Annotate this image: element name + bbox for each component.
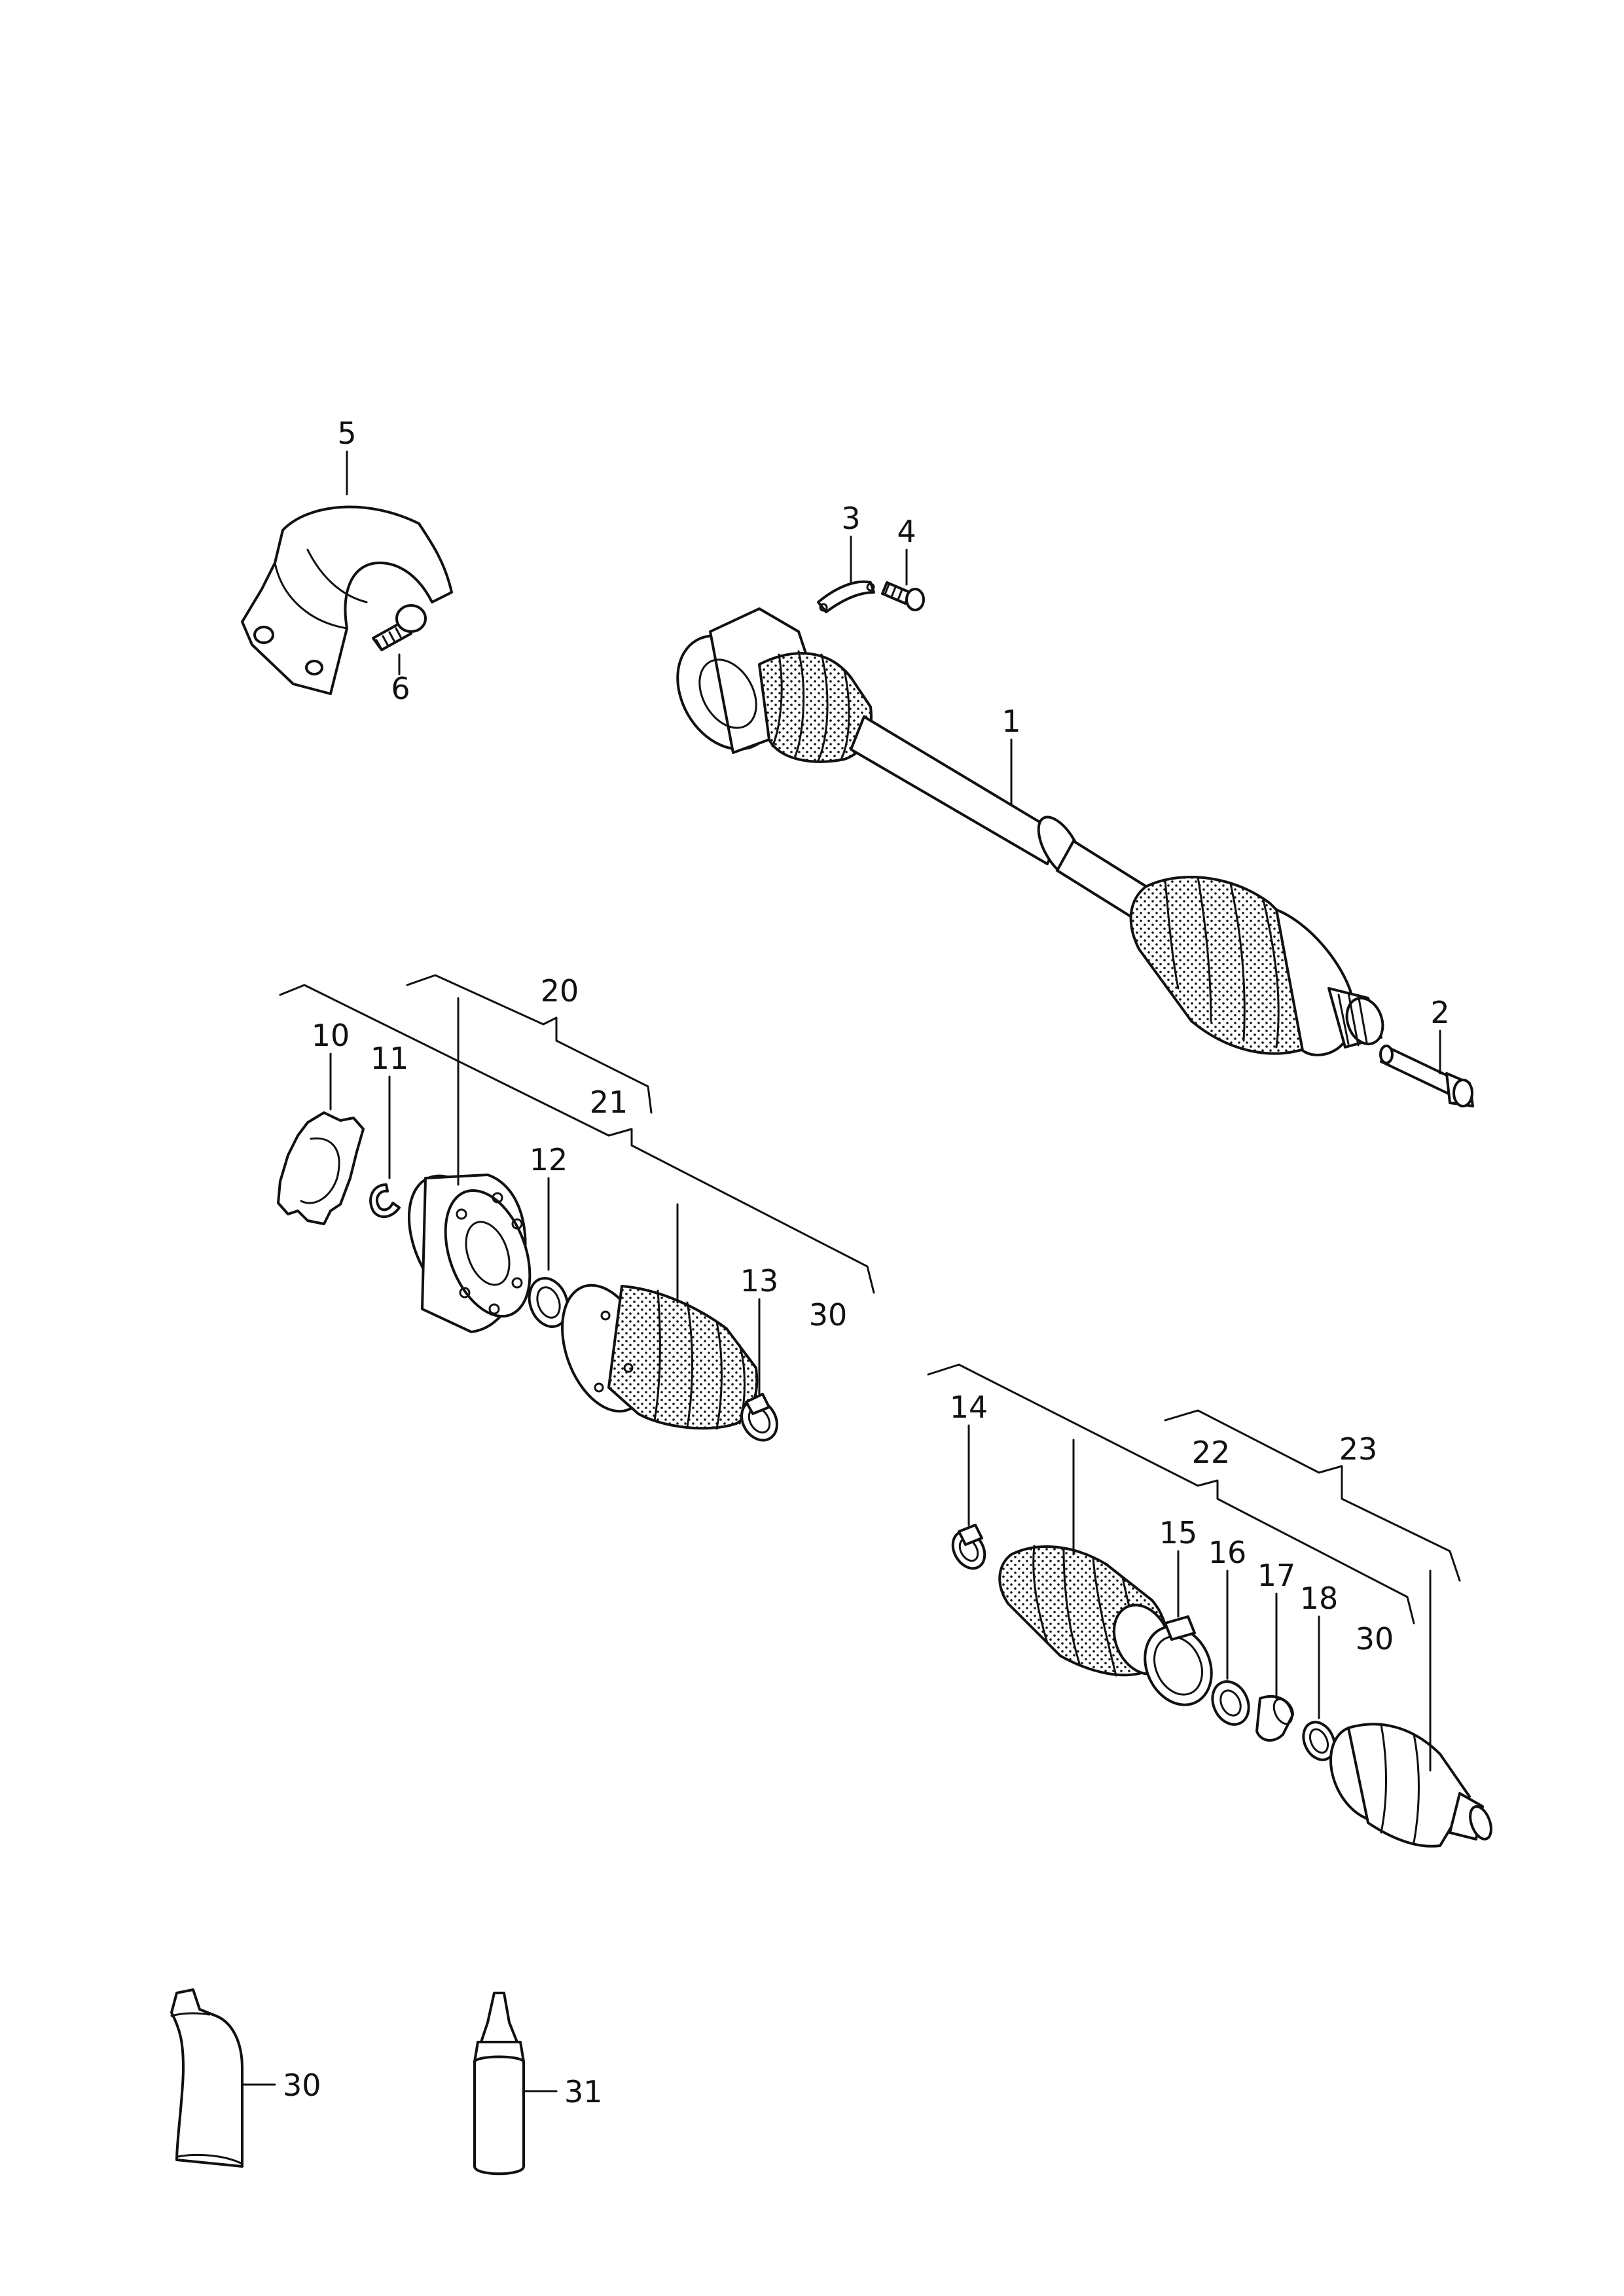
circlip-part [369, 1183, 401, 1218]
callout-20: 20 [541, 973, 579, 1009]
callout-12: 12 [530, 1142, 568, 1177]
sealant-bottle-part [473, 1992, 525, 2176]
outer-large-clamp-part [1144, 1615, 1213, 1706]
callout-21: 21 [590, 1085, 628, 1120]
callout-labels: 1 2 3 4 5 6 10 11 12 13 14 15 16 17 18 2… [283, 416, 1450, 2109]
small-bolt-part [881, 581, 925, 611]
inner-clamp-part [740, 1393, 778, 1442]
outer-cv-joint-part [1329, 1723, 1492, 1848]
callout-2: 2 [1430, 995, 1449, 1030]
callout-4: 4 [897, 514, 916, 549]
dish-spring-part [1255, 1695, 1294, 1742]
cover-plate-part [277, 1111, 365, 1225]
callout-17: 17 [1257, 1558, 1296, 1593]
drive-shaft-part [676, 607, 1384, 1056]
shield-bolt-part [372, 604, 427, 651]
leader-lines [241, 450, 1461, 2092]
shaft-bolt-part [1379, 1045, 1474, 1107]
callout-6: 6 [391, 671, 410, 706]
inner-cv-joint-part [407, 1174, 532, 1333]
callout-23: 23 [1339, 1431, 1378, 1467]
callout-5: 5 [337, 416, 356, 451]
outer-washer-part [1211, 1680, 1250, 1726]
callout-1: 1 [1001, 704, 1020, 739]
callout-18: 18 [1300, 1581, 1339, 1616]
callout-31-bottle: 31 [564, 2074, 603, 2109]
callout-30-tube: 30 [283, 2068, 321, 2103]
callout-13: 13 [740, 1263, 779, 1299]
outer-circlip-part [1302, 1721, 1336, 1761]
outer-small-clamp-part [951, 1524, 986, 1570]
callout-15: 15 [1159, 1515, 1198, 1551]
callout-14: 14 [950, 1390, 988, 1425]
callout-30-outer: 30 [1356, 1621, 1394, 1657]
grease-tube-part [170, 1988, 244, 2168]
inner-boot-part [561, 1283, 759, 1430]
callout-3: 3 [841, 501, 860, 536]
callout-16: 16 [1208, 1535, 1247, 1570]
clamp-strap-part [817, 580, 875, 613]
heat-shield-part [241, 505, 453, 695]
callout-30-inner: 30 [809, 1297, 848, 1333]
callout-22: 22 [1192, 1435, 1231, 1470]
callout-11: 11 [370, 1041, 409, 1076]
callout-10: 10 [312, 1018, 350, 1053]
inner-washer-part [528, 1277, 569, 1328]
